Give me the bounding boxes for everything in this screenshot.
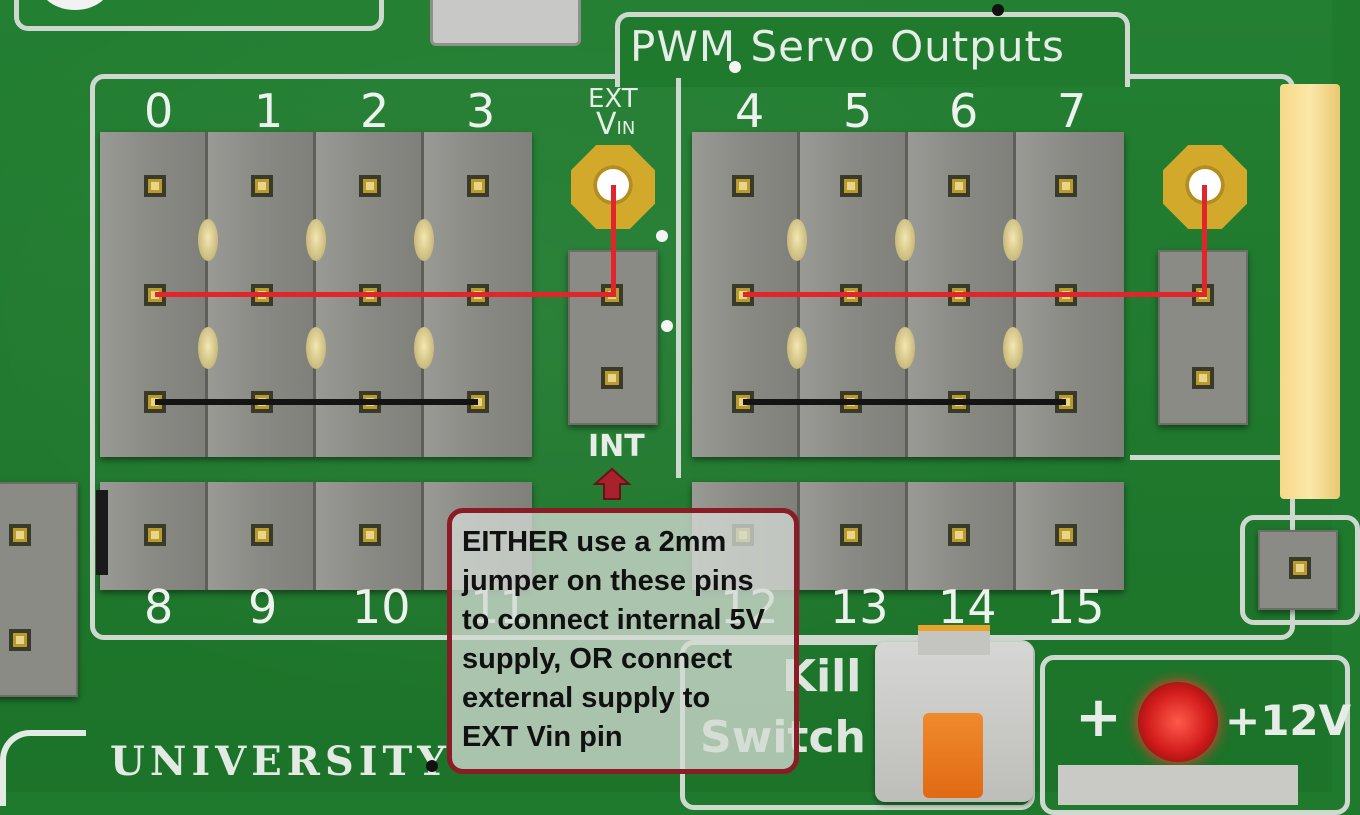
vin-label: VIN [596,110,635,140]
via [729,61,741,73]
pin [359,175,381,197]
callout-line: external supply to [462,682,711,714]
channel-number-7: 7 [1057,84,1087,138]
channel-number-1: 1 [254,84,284,138]
university-logo-icon [0,730,86,806]
callout-line: EXT Vin pin [462,721,623,753]
pin [1055,391,1077,413]
jumper-pin-int[interactable] [1192,367,1214,389]
pin [467,175,489,197]
channel-number-15: 15 [1046,580,1105,634]
power-plus-label: + [1075,685,1122,750]
ground-wire [743,399,1066,405]
arrow-up-icon [592,467,632,500]
via [656,230,668,242]
channel-number-4: 4 [735,84,765,138]
slot [895,327,915,369]
power-voltage-label: +12V [1225,696,1352,745]
kill-switch-top [918,625,990,655]
slot [1003,219,1023,261]
side-header-left [0,482,78,697]
kill-switch-lever[interactable] [923,713,983,798]
pin [359,524,381,546]
positive-wire [1202,185,1207,297]
jumper-pin-int[interactable] [601,367,623,389]
center-divider-line [1130,455,1290,460]
channel-number-3: 3 [466,84,496,138]
positive-wire [155,292,615,297]
vin-label-v: V [596,107,617,142]
channel-number-5: 5 [843,84,873,138]
slot [895,219,915,261]
pin [732,175,754,197]
pin [1055,175,1077,197]
positive-wire [743,292,1205,297]
yellow-connector [1280,84,1340,499]
pin [9,524,31,546]
slot [306,219,326,261]
channel-number-0: 0 [144,84,174,138]
pin [1055,524,1077,546]
pin [144,175,166,197]
title-tab-outline [615,12,1130,87]
top-button [430,0,581,46]
slot [306,327,326,369]
right-connector-outline [1240,515,1360,625]
side-strip [96,490,108,575]
int-label: INT [588,429,645,464]
power-led [1138,682,1218,762]
channel-number-8: 8 [144,580,174,634]
pin [251,175,273,197]
power-connector [1058,765,1298,805]
channel-number-14: 14 [938,580,997,634]
pin [144,524,166,546]
power-outline [1040,655,1350,815]
ground-wire [155,399,478,405]
ext-label: EXT [588,84,638,114]
callout-line: to connect internal 5V [462,604,765,636]
pin [948,524,970,546]
pin [840,524,862,546]
pin [840,175,862,197]
channel-number-10: 10 [352,580,411,634]
channel-number-2: 2 [360,84,390,138]
slot [414,219,434,261]
callout-line: EITHER use a 2mm [462,526,727,558]
channel-number-9: 9 [248,580,278,634]
slot [1003,327,1023,369]
vin-label-sub: IN [616,118,636,139]
via [992,4,1004,16]
pin [948,175,970,197]
pin [251,524,273,546]
via [661,320,673,332]
slot [787,219,807,261]
university-label: UNIVERSITY [110,738,451,785]
slot [198,219,218,261]
divider-line [676,78,681,478]
section-title: PWM Servo Outputs [630,22,1065,71]
positive-wire [611,185,616,297]
top-left-outline [14,0,384,31]
pin [1289,557,1311,579]
pin [9,629,31,651]
top-hole [40,0,110,10]
slot [414,327,434,369]
jumper-callout: EITHER use a 2mm jumper on these pins to… [447,508,799,774]
callout-line: supply, OR connect [462,643,733,675]
pin [467,391,489,413]
channel-number-13: 13 [830,580,889,634]
via [426,760,438,772]
callout-line: jumper on these pins [462,565,754,597]
slot [198,327,218,369]
slot [787,327,807,369]
channel-number-6: 6 [949,84,979,138]
